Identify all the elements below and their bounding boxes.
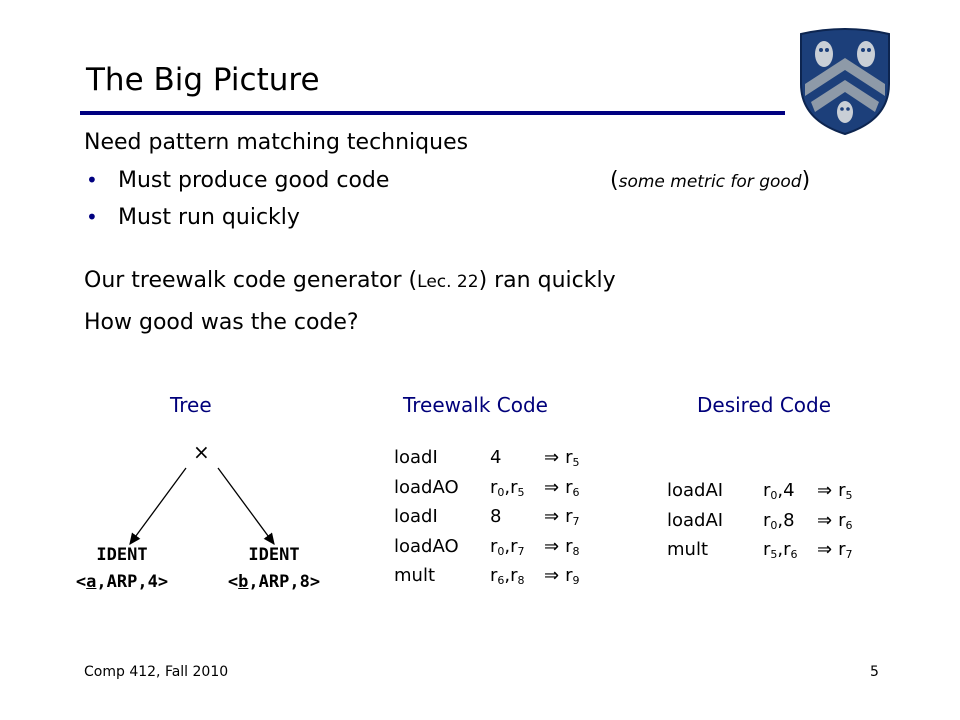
leaf-tuple: <a,ARP,4> — [75, 572, 169, 592]
tree-edge-right — [217, 467, 275, 546]
tree-edges — [129, 467, 275, 546]
title-underline — [80, 111, 785, 115]
leaf-tuple: <b,ARP,8> — [227, 572, 321, 592]
tree-root-multiply: × — [193, 440, 210, 464]
code-opcode: loadAI — [667, 480, 724, 501]
footer-course: Comp 412, Fall 2010 — [84, 664, 229, 680]
code-destination: r5 — [565, 447, 580, 469]
intro-line: Need pattern matching techniques — [84, 130, 469, 155]
paragraph-question: How good was the code? — [84, 310, 359, 335]
code-destination: r7 — [565, 506, 580, 528]
code-operands: r6,r8 — [490, 565, 525, 587]
bullet-note-text: some metric for good — [618, 172, 802, 192]
arrow-icon: ⇒ — [544, 535, 560, 557]
slide-title: The Big Picture — [86, 62, 320, 98]
arrow-icon: ⇒ — [544, 506, 560, 527]
code-destination: r6 — [565, 476, 580, 499]
tree-edge-left — [129, 467, 187, 546]
arrow-icon: ⇒ — [544, 565, 560, 586]
tree-leaf-left: IDENT <a,ARP,4> — [62, 542, 182, 596]
arrow-icon: ⇒ — [544, 476, 560, 498]
code-operands: 4 — [490, 447, 502, 468]
code-operands: r5,r6 — [763, 539, 798, 561]
footer-page-number: 5 — [870, 664, 879, 680]
bullet-note-1: (some metric for good) — [610, 168, 811, 193]
bullet-text-2: Must run quickly — [118, 205, 300, 230]
code-opcode: loadI — [394, 447, 438, 468]
code-line: loadAO r0,r5 ⇒r6 — [394, 476, 580, 506]
code-line: loadAO r0,r7 ⇒r8 — [394, 535, 580, 565]
lecture-reference: Lec. 22 — [417, 272, 479, 292]
code-opcode: loadAO — [394, 535, 459, 557]
code-operands: r0,r5 — [490, 476, 525, 499]
code-destination: r8 — [565, 535, 580, 558]
code-line: mult r6,r8 ⇒r9 — [394, 564, 580, 594]
leaf-label: IDENT — [96, 545, 148, 565]
code-opcode: loadAO — [394, 476, 459, 498]
code-line: loadAI r0,4 ⇒r5 — [667, 479, 853, 509]
code-line: loadI 8 ⇒r7 — [394, 505, 580, 535]
code-line: loadAI r0,8 ⇒r6 — [667, 509, 853, 539]
bullet-icon: • — [86, 205, 98, 229]
heading-treewalk-code: Treewalk Code — [403, 393, 548, 417]
code-line: mult r5,r6 ⇒r7 — [667, 538, 853, 568]
bullet-item-2: • — [86, 205, 98, 230]
arrow-icon: ⇒ — [817, 480, 833, 501]
code-operands: r0,4 — [763, 480, 795, 502]
bullet-icon: • — [86, 168, 98, 192]
code-operands: 8 — [490, 506, 502, 527]
code-destination: r6 — [838, 509, 853, 532]
code-operands: r0,r7 — [490, 535, 525, 558]
bullet-text-1: Must produce good code — [118, 168, 390, 193]
code-opcode: mult — [394, 565, 436, 586]
university-shield-logo — [800, 28, 890, 136]
arrow-icon: ⇒ — [544, 447, 560, 468]
code-destination: r5 — [838, 480, 853, 502]
heading-tree: Tree — [170, 393, 212, 417]
code-operands: r0,8 — [763, 509, 795, 532]
heading-desired-code: Desired Code — [697, 393, 832, 417]
arrow-icon: ⇒ — [817, 539, 833, 560]
code-opcode: mult — [667, 539, 709, 560]
code-destination: r9 — [565, 565, 580, 587]
paragraph-treewalk: Our treewalk code generator (Lec. 22) ra… — [84, 268, 616, 293]
bullet-item-1: • — [86, 168, 98, 193]
code-line: loadI 4 ⇒r5 — [394, 446, 580, 476]
code-opcode: loadI — [394, 506, 438, 527]
arrow-icon: ⇒ — [817, 509, 833, 531]
code-destination: r7 — [838, 539, 853, 561]
code-opcode: loadAI — [667, 509, 724, 531]
leaf-label: IDENT — [248, 545, 300, 565]
tree-leaf-right: IDENT <b,ARP,8> — [214, 542, 334, 596]
